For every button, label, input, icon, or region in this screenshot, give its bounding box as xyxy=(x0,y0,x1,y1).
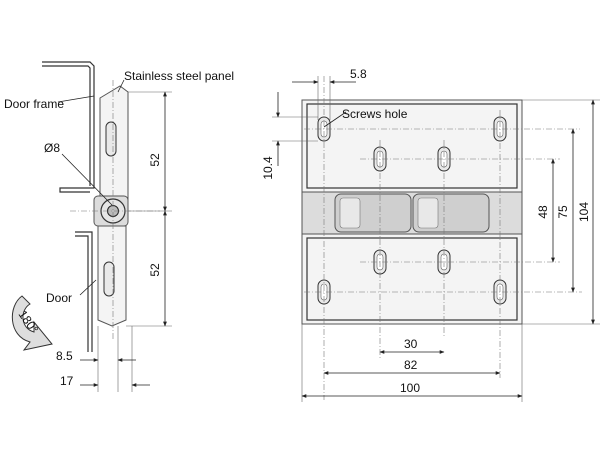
side-view: 52 52 8.5 17 180° Door frame Stainless s… xyxy=(4,61,234,392)
lower-leaf-slot xyxy=(103,261,115,297)
dim-height-inner: 48 xyxy=(536,205,550,219)
label-screws-hole: Screws hole xyxy=(342,107,408,121)
label-diameter: Ø8 xyxy=(44,141,60,155)
rotation-arrow-icon xyxy=(11,295,53,351)
dim-side-upper: 52 xyxy=(148,153,162,167)
label-stainless-panel: Stainless steel panel xyxy=(124,69,234,83)
dim-total-width: 100 xyxy=(400,381,420,395)
front-view: 5.8 10.4 Screws hole 48 75 104 30 82 100 xyxy=(261,67,600,402)
dim-height-total: 104 xyxy=(577,202,591,222)
door-profile xyxy=(75,231,93,352)
dim-side-offset: 8.5 xyxy=(56,349,73,363)
front-upper-leaf xyxy=(301,99,523,193)
dim-slot-offset: 10.4 xyxy=(261,156,275,180)
dim-side-lower: 52 xyxy=(148,263,162,277)
dim-hole-span: 82 xyxy=(404,358,418,372)
door-frame-profile xyxy=(42,61,95,193)
dim-side-depth: 17 xyxy=(60,374,74,388)
label-door: Door xyxy=(46,291,72,305)
dim-hole-pitch: 30 xyxy=(404,337,418,351)
label-door-frame: Door frame xyxy=(4,97,64,111)
dim-height-mid: 75 xyxy=(556,205,570,219)
front-lower-leaf xyxy=(301,233,523,325)
dim-slot-width: 5.8 xyxy=(350,67,367,81)
upper-leaf-slot xyxy=(105,121,117,157)
